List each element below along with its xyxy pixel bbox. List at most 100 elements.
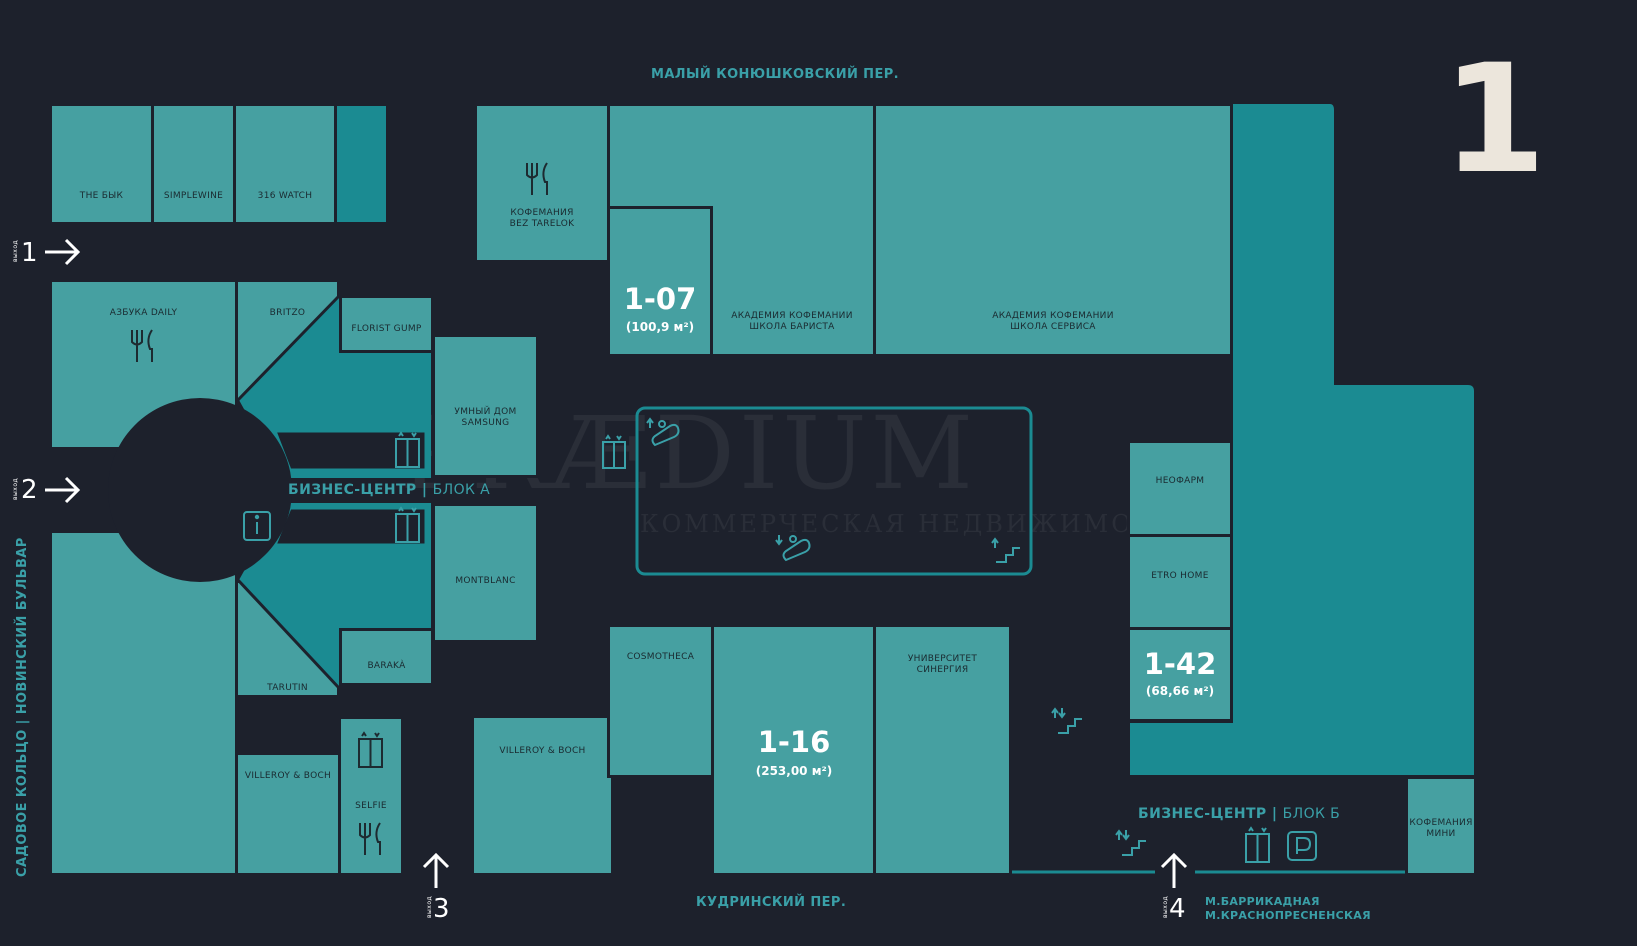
shop-label: АЗБУКА DAILY: [109, 308, 178, 318]
stairs-icon: [991, 537, 1020, 563]
shop-label: VILLEROY & BOCH: [499, 746, 586, 756]
rotunda: [108, 398, 292, 582]
corridor-dark-lower: [239, 503, 431, 688]
escalator-icon: [775, 535, 811, 562]
shop-label: СИНЕРГИЯ: [916, 665, 969, 675]
shop-label: ШКОЛА СЕРВИСА: [1010, 322, 1096, 332]
bc-a-sub: БЛОК А: [432, 482, 491, 498]
exit-arrow-icon: [1160, 852, 1188, 888]
parking-icon: [1287, 831, 1317, 861]
shop-label: SIMPLEWINE: [163, 191, 224, 201]
exit-word: выход: [12, 239, 19, 262]
shop-label: АКАДЕМИЯ КОФЕМАНИИ: [731, 311, 853, 321]
shop-villeroy-boch-left[interactable]: VILLEROY & BOCH: [235, 752, 341, 876]
shop-etro-home[interactable]: ETRO HOME: [1127, 534, 1233, 630]
unit-1-07-available[interactable]: 1-07 (100,9 м²): [607, 206, 713, 357]
shop-label: УМНЫЙ ДОМ: [454, 407, 517, 417]
unit-area: (253,00 м²): [755, 764, 833, 778]
shop-label: COSMOTHECA: [626, 652, 695, 662]
restaurant-icon: [131, 329, 153, 362]
stairs-icon: [1115, 829, 1146, 856]
shop-label: АКАДЕМИЯ КОФЕМАНИИ: [992, 311, 1114, 321]
divider: [236, 578, 341, 690]
shop-label: КОФЕМАНИЯ: [510, 208, 574, 218]
stairs-icon: [1051, 707, 1082, 734]
shop-label: THE БЫК: [79, 191, 124, 201]
elevator-icon: [395, 431, 420, 468]
shop-label: SAMSUNG: [461, 418, 510, 428]
street-bottom: КУДРИНСКИЙ ПЕР.: [696, 895, 847, 910]
escalator-icon: [646, 417, 680, 447]
shop-label: BARAKÀ: [367, 661, 406, 671]
unit-1-16-available[interactable]: 1-16 (253,00 м²): [711, 624, 877, 876]
shop-baraka[interactable]: BARAKÀ: [339, 628, 434, 686]
info-icon: [243, 511, 271, 541]
elevator-shaft-upper: [272, 429, 428, 472]
shop-label: КОФЕМАНИЯ: [1409, 818, 1473, 828]
shop-left-large[interactable]: [49, 530, 238, 876]
shop-label: 316 WATCH: [257, 191, 313, 201]
shop-label: ETRO HOME: [1151, 571, 1209, 581]
shop-samsung[interactable]: УМНЫЙ ДОМ SAMSUNG: [432, 334, 539, 478]
exit-word: выход: [12, 477, 19, 500]
floor-number: 1: [1442, 33, 1547, 207]
exit-word: выход: [426, 895, 433, 918]
street-top: МАЛЫЙ КОНЮШКОВСКИЙ ПЕР.: [651, 67, 900, 82]
shop-label: НЕОФАРМ: [1155, 476, 1205, 486]
exit-arrow-icon: [422, 852, 450, 888]
shop-villeroy-boch-center[interactable]: VILLEROY & BOCH: [471, 715, 614, 876]
business-center-b-label: БИЗНЕС-ЦЕНТР | БЛОК Б: [1138, 806, 1340, 822]
shop-label: МИНИ: [1426, 829, 1456, 839]
shop-montblanc[interactable]: MONTBLANC: [432, 503, 539, 643]
shop-label: FLORIST GUMP: [351, 324, 422, 334]
shop-kofemania-mini[interactable]: КОФЕМАНИЯ МИНИ: [1405, 776, 1477, 876]
shop-316-watch[interactable]: 316 WATCH: [233, 103, 337, 225]
exit-3-number[interactable]: 3: [433, 894, 450, 924]
shop-akademiya-servisa[interactable]: АКАДЕМИЯ КОФЕМАНИИ ШКОЛА СЕРВИСА: [873, 103, 1233, 357]
unit-code: 1-42: [1143, 647, 1217, 681]
unit-code: 1-07: [623, 282, 697, 316]
metro-station: М.КРАСНОПРЕСНЕНСКАЯ: [1205, 909, 1371, 922]
restaurant-icon: [359, 822, 381, 855]
elevator-icon: [358, 731, 383, 768]
shop-the-byk[interactable]: THE БЫК: [49, 103, 154, 225]
shop-label: УНИВЕРСИТЕТ: [907, 654, 978, 664]
shop-label: ШКОЛА БАРИСТА: [749, 322, 835, 332]
shop-kofemania-bez-tarelok[interactable]: КОФЕМАНИЯ BEZ TARELOK: [474, 103, 610, 263]
shop-label: MONTBLANC: [455, 576, 516, 586]
exit-word: выход: [1162, 895, 1169, 918]
unit-1-42-available[interactable]: 1-42 (68,66 м²): [1127, 627, 1233, 722]
business-center-a-label: БИЗНЕС-ЦЕНТР | БЛОК А: [288, 482, 490, 498]
bc-a-main: БИЗНЕС-ЦЕНТР |: [288, 482, 433, 498]
unit-area: (100,9 м²): [625, 320, 695, 334]
shop-simplewine[interactable]: SIMPLEWINE: [151, 103, 236, 225]
exit-arrow-icon: [45, 238, 81, 266]
atrium: [635, 406, 1033, 576]
metro-stations: М.БАРРИКАДНАЯ М.КРАСНОПРЕСНЕНСКАЯ: [1205, 895, 1371, 923]
unit-area: (68,66 м²): [1145, 684, 1215, 698]
bc-b-main: БИЗНЕС-ЦЕНТР |: [1138, 806, 1283, 822]
unit-code: 1-16: [757, 725, 831, 759]
elevator-icon: [395, 506, 420, 543]
elevator-icon: [602, 434, 626, 469]
shop-label: VILLEROY & BOCH: [244, 771, 332, 781]
exit-4-number[interactable]: 4: [1169, 894, 1186, 924]
shop-unnamed-top[interactable]: [334, 103, 389, 225]
shop-sinergiya[interactable]: УНИВЕРСИТЕТ СИНЕРГИЯ: [873, 624, 1012, 876]
shop-right-large: [1130, 104, 1474, 775]
shop-label: TARUTIN: [267, 683, 308, 693]
shop-florist-gump[interactable]: FLORIST GUMP: [339, 295, 434, 353]
restaurant-icon: [526, 162, 548, 195]
shop-label: BEZ TARELOK: [509, 219, 575, 229]
shop-label: BRITZO: [269, 308, 306, 318]
divider: [236, 294, 341, 402]
exit-1-number[interactable]: 1: [21, 238, 38, 268]
metro-station: М.БАРРИКАДНАЯ: [1205, 895, 1320, 908]
exit-arrow-icon: [45, 476, 81, 504]
bc-b-sub: БЛОК Б: [1282, 806, 1341, 822]
exit-2-number[interactable]: 2: [21, 475, 38, 505]
elevator-icon: [1245, 826, 1270, 863]
shop-label: SELFIE: [355, 801, 387, 811]
